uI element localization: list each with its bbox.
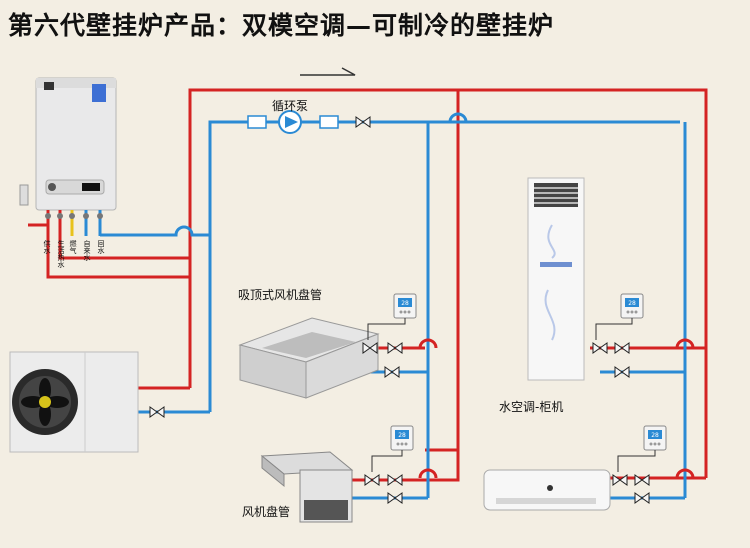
pump-assembly [247, 110, 371, 134]
thermostat-icon [393, 293, 417, 319]
outdoor-heat-pump [9, 351, 139, 453]
thermostat-icon [390, 425, 414, 451]
valve-icon [387, 474, 403, 486]
valve-icon [614, 342, 630, 354]
valve-icon [387, 492, 403, 504]
wall-split-unit [483, 469, 611, 511]
thermostat-icon [620, 293, 644, 319]
ducted-fan-coil [260, 451, 354, 523]
port-label: 回水 [97, 240, 105, 254]
flow-arrow-icon [300, 67, 356, 76]
valve-icon [384, 366, 400, 378]
valve-icon [387, 342, 403, 354]
pump-label: 循环泵 [272, 99, 309, 113]
port-label: 燃气 [69, 240, 77, 254]
valve-icon [592, 342, 608, 354]
valve-icon [355, 116, 371, 128]
port-label: 供水 [43, 240, 51, 254]
cabinet-ac-unit [527, 177, 585, 381]
cassette-label: 吸顶式风机盘管 [238, 288, 323, 302]
wall-boiler [19, 77, 117, 236]
fancoil-label: 风机盘管 [242, 505, 291, 519]
valve-icon [364, 474, 380, 486]
cassette-fan-coil [238, 317, 380, 399]
valve-icon [614, 366, 630, 378]
cabinet-label: 水空调-柜机 [499, 400, 564, 414]
valve-icon [634, 492, 650, 504]
port-label: 生活热水 [57, 240, 65, 268]
page-title: 第六代壁挂炉产品：双模空调—可制冷的壁挂炉 [8, 11, 555, 40]
valve-icon [149, 406, 165, 418]
thermostat-icon [643, 425, 667, 451]
port-label: 自来水 [83, 240, 91, 261]
